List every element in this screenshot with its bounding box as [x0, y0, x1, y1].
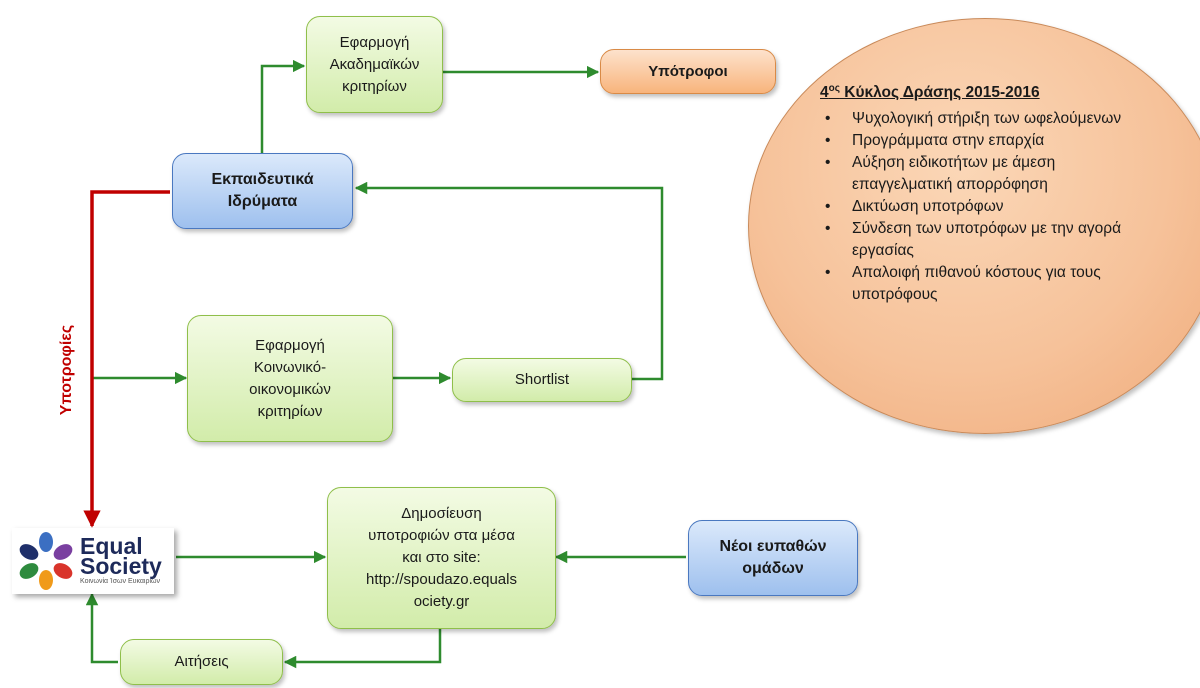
node-scholars: Υπότροφοι [600, 49, 776, 94]
arrow-shortlist-to-institutions [354, 181, 664, 381]
logo-word-society: Society [80, 553, 162, 579]
scholarships-label: Υποτροφίες [58, 324, 75, 416]
arrow-publication-to-applications [283, 629, 442, 669]
equal-society-logo: Equal Society Κοινωνία Ίσων Ευκαιριών [12, 528, 174, 594]
node-shortlist: Shortlist [452, 358, 632, 402]
action-cycle-panel: 4ος Κύκλος Δράσης 2015-2016 Ψυχολογική σ… [820, 78, 1150, 306]
node-socioeconomic-criteria: Εφαρμογή Κοινωνικό- οικονομικών κριτηρίω… [187, 315, 393, 442]
arrow-applications-to-logo [85, 592, 118, 664]
action-cycle-list: Ψυχολογική στήριξη των ωφελούμενων Προγρ… [820, 108, 1150, 306]
action-item: Ψυχολογική στήριξη των ωφελούμενων [820, 108, 1150, 130]
action-item: Απαλοιφή πιθανού κόστους για τους υποτρό… [820, 262, 1150, 306]
logo-word-equal: Equal [80, 533, 143, 559]
action-item: Αύξηση ειδικοτήτων με άμεση επαγγελματικ… [820, 152, 1150, 196]
hands-logo-icon [19, 532, 73, 590]
arrow-institutions-to-academic [260, 59, 306, 154]
node-publication: Δημοσίευση υποτροφιών στα μέσα και στο s… [327, 487, 556, 629]
node-vulnerable-youth: Νέοι ευπαθών ομάδων [688, 520, 858, 596]
node-academic-criteria: Εφαρμογή Ακαδημαϊκών κριτηρίων [306, 16, 443, 113]
action-item: Προγράμματα στην επαρχία [820, 130, 1150, 152]
node-educational-institutions: Εκπαιδευτικά Ιδρύματα [172, 153, 353, 229]
action-cycle-title: 4ος Κύκλος Δράσης 2015-2016 [820, 83, 1040, 102]
arrow-scholarships-red [83, 190, 170, 528]
action-item: Δικτύωση υποτρόφων [820, 196, 1150, 218]
logo-tagline: Κοινωνία Ίσων Ευκαιριών [80, 578, 160, 585]
node-applications: Αιτήσεις [120, 639, 283, 685]
action-item: Σύνδεση των υποτρόφων με την αγορά εργασ… [820, 218, 1150, 262]
